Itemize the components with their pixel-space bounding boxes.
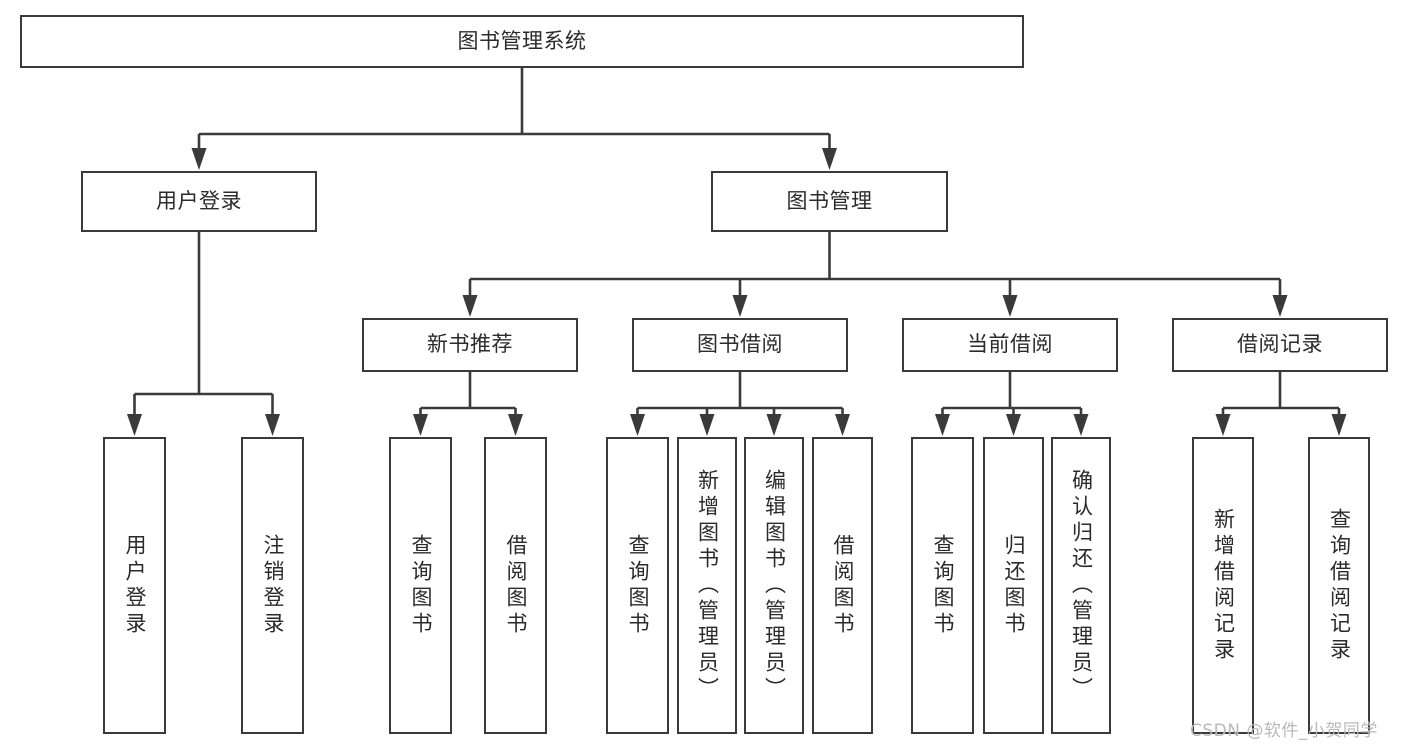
- node-label: 图书借阅: [697, 332, 783, 357]
- node-label: 归还图书: [1002, 533, 1026, 638]
- node-label: 图书管理系统: [457, 28, 587, 53]
- node-leaf4[interactable]: 借阅图书: [484, 437, 547, 734]
- connector-arrowhead: [822, 148, 837, 170]
- node-label: 用户登录: [123, 533, 147, 638]
- connector-arrowhead: [1331, 414, 1347, 436]
- node-label: 新增图书（管理员）: [695, 468, 720, 703]
- connector-arrowhead: [732, 295, 748, 317]
- node-leaf11[interactable]: 确认归还（管理员）: [1051, 437, 1111, 734]
- node-label: 新增借阅记录: [1211, 507, 1236, 664]
- node-leaf2[interactable]: 注销登录: [241, 437, 304, 734]
- node-label: 查询图书: [626, 533, 650, 638]
- node-newbook[interactable]: 新书推荐: [362, 318, 578, 372]
- node-leaf12[interactable]: 新增借阅记录: [1192, 437, 1254, 734]
- node-label: 图书管理: [786, 188, 873, 213]
- connector-arrowhead: [191, 148, 207, 170]
- node-label: 查询借阅记录: [1327, 507, 1352, 664]
- node-leaf10[interactable]: 归还图书: [983, 437, 1044, 734]
- connector-arrowhead: [127, 414, 142, 436]
- connector-arrowhead: [699, 414, 715, 436]
- node-label: 借阅记录: [1237, 332, 1323, 357]
- node-label: 借阅图书: [504, 533, 528, 638]
- node-label: 查询图书: [931, 533, 955, 638]
- node-label: 注销登录: [261, 533, 285, 638]
- node-leaf8[interactable]: 借阅图书: [812, 437, 873, 734]
- connector-arrowhead: [1215, 414, 1231, 436]
- node-bookmgmt[interactable]: 图书管理: [711, 171, 948, 232]
- connector-arrowhead: [265, 414, 280, 436]
- connector-arrowhead: [1272, 295, 1288, 317]
- node-leaf5[interactable]: 查询图书: [606, 437, 669, 734]
- node-label: 当前借阅: [967, 332, 1053, 357]
- node-leaf1[interactable]: 用户登录: [103, 437, 166, 734]
- node-label: 确认归还（管理员）: [1069, 468, 1094, 703]
- connector-arrowhead: [413, 414, 428, 436]
- node-borrow[interactable]: 图书借阅: [632, 318, 848, 372]
- node-records[interactable]: 借阅记录: [1172, 318, 1388, 372]
- connector-arrowhead: [630, 414, 645, 436]
- node-leaf7[interactable]: 编辑图书（管理员）: [744, 437, 804, 734]
- node-leaf6[interactable]: 新增图书（管理员）: [677, 437, 737, 734]
- connector-arrowhead: [935, 414, 950, 436]
- node-label: 编辑图书（管理员）: [762, 468, 787, 703]
- node-current[interactable]: 当前借阅: [902, 318, 1118, 372]
- node-label: 借阅图书: [831, 533, 855, 638]
- node-label: 查询图书: [409, 533, 433, 638]
- node-label: 新书推荐: [427, 332, 513, 357]
- node-leaf13[interactable]: 查询借阅记录: [1308, 437, 1370, 734]
- connector-arrowhead: [508, 414, 523, 436]
- connector-arrowhead: [835, 414, 850, 436]
- connector-arrowhead: [766, 414, 782, 436]
- node-leaf3[interactable]: 查询图书: [389, 437, 452, 734]
- connector-arrowhead: [462, 295, 478, 317]
- node-login[interactable]: 用户登录: [81, 171, 317, 232]
- connector-arrowhead: [1006, 414, 1021, 436]
- node-leaf9[interactable]: 查询图书: [911, 437, 974, 734]
- node-label: 用户登录: [156, 188, 242, 213]
- connector-arrowhead: [1073, 414, 1089, 436]
- node-root[interactable]: 图书管理系统: [20, 15, 1024, 68]
- connector-arrowhead: [1002, 295, 1018, 317]
